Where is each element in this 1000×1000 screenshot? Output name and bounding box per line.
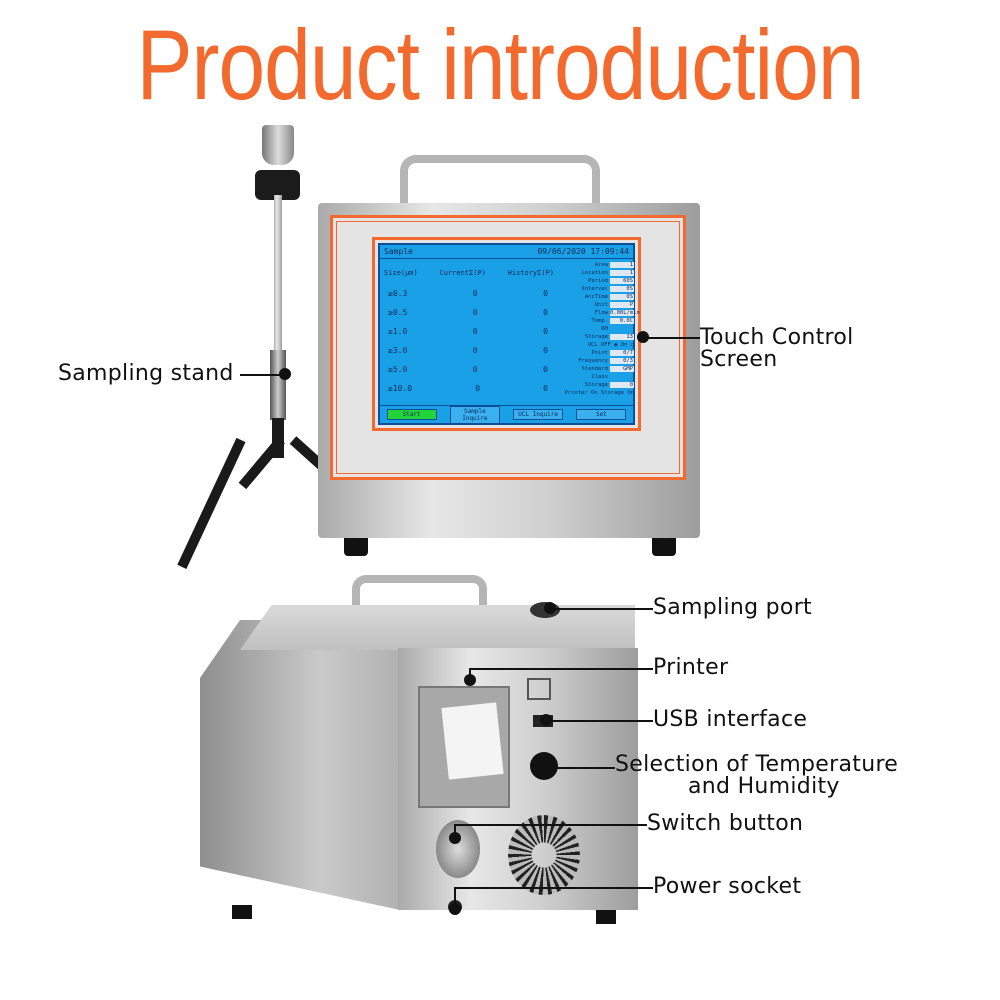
param-label: Unit (594, 302, 608, 308)
start-button[interactable]: Start (386, 409, 437, 420)
cell-size: ≥3.0 (388, 346, 408, 355)
sample-inquire-button[interactable]: Sample Inquire (449, 405, 500, 424)
param-value[interactable]: 0.00L/min (610, 310, 640, 316)
cell-size: ≥1.0 (388, 327, 408, 336)
cell-current: 0 (472, 308, 478, 317)
cell-size: ≥5.0 (388, 365, 408, 374)
param-label: Period (588, 278, 608, 284)
label-sampling-stand: Sampling stand (58, 361, 234, 386)
param-value[interactable]: 0 (610, 382, 634, 388)
param-label: Point (591, 350, 608, 356)
screen-table-row: ≥5.0 0 0 (388, 365, 548, 374)
set-button[interactable]: Set (576, 409, 627, 420)
param-row: RH (562, 325, 634, 333)
cell-current: 0 (475, 384, 481, 393)
screen-table-row: ≥0.5 0 0 (388, 308, 548, 317)
cell-history: 0 (543, 289, 548, 298)
param-label: Interval (581, 286, 609, 292)
touch-control-screen[interactable]: Sample 09/06/2020 17:09:44 Size(μm) Curr… (378, 243, 640, 425)
cell-history: 0 (543, 346, 548, 355)
col-current: CurrentΣ(P) (439, 269, 486, 277)
cell-history: 0 (543, 384, 548, 393)
param-label: Temp. (591, 318, 608, 324)
param-value[interactable]: 60S (610, 278, 634, 284)
screen-table-row: ≥1.0 0 0 (388, 327, 548, 336)
param-label: AccTime (584, 294, 608, 300)
label-touch-screen-1: Touch Control (700, 325, 854, 350)
ucl-toggle[interactable]: UCL OFF ◉ On ○ (587, 342, 634, 348)
label-temp-humidity-1: Selection of Temperature (615, 752, 899, 777)
param-value[interactable]: GMP (610, 366, 634, 372)
screen-table-row: ≥10.0 0 0 (388, 384, 548, 393)
param-value[interactable]: 0/3 (610, 358, 634, 364)
ucl-inquire-button[interactable]: UCL Inquire (513, 409, 564, 420)
col-history: HistoryΣ(P) (507, 269, 554, 277)
cell-history: 0 (543, 308, 548, 317)
param-label: Frequency (578, 358, 608, 364)
screen-table-row: ≥0.3 0 0 (388, 289, 548, 298)
param-value[interactable]: 1 (610, 270, 634, 276)
label-switch-button: Switch button (647, 811, 804, 836)
cell-size: ≥0.3 (388, 289, 408, 298)
cell-current: 0 (472, 289, 478, 298)
param-label: Location (581, 270, 609, 276)
param-row: Class (562, 373, 634, 381)
param-value[interactable]: 0/7 (610, 350, 634, 356)
cell-size: ≥0.5 (388, 308, 408, 317)
label-printer: Printer (653, 655, 729, 680)
label-usb-interface: USB interface (653, 707, 808, 732)
cell-current: 0 (472, 346, 478, 355)
param-label: Storage (584, 334, 608, 340)
param-value[interactable]: 13 (610, 334, 634, 340)
param-label: RH (601, 326, 608, 332)
param-value[interactable]: 0S (610, 286, 634, 292)
cell-history: 0 (543, 327, 548, 336)
param-label: Storage (584, 382, 608, 388)
label-touch-screen-2: Screen (700, 347, 778, 372)
param-value[interactable]: 0.0C (610, 318, 634, 324)
cell-current: 0 (472, 365, 478, 374)
param-row: Temp.0.0C (562, 317, 634, 325)
cell-history: 0 (543, 365, 548, 374)
screen-title: Sample (384, 247, 413, 256)
screen-table-row: ≥3.0 0 0 (388, 346, 548, 355)
param-label: Flow (594, 310, 608, 316)
printer-storage-toggles[interactable]: Printer On Storage On (564, 390, 634, 396)
param-label: Standard (581, 366, 609, 372)
param-label: Class (591, 374, 608, 380)
label-temp-humidity-2: and Humidity (688, 774, 840, 799)
cell-size: ≥10.0 (388, 384, 413, 393)
param-label: Area (594, 262, 608, 268)
label-power-socket: Power socket (653, 874, 802, 899)
param-value[interactable]: 0S (610, 294, 634, 300)
label-sampling-port: Sampling port (653, 595, 812, 620)
page-title: Product introduction (136, 9, 864, 121)
cell-current: 0 (472, 327, 478, 336)
screen-datetime: 09/06/2020 17:09:44 (537, 247, 629, 256)
param-value[interactable]: P (610, 302, 634, 308)
col-size: Size(μm) (384, 269, 418, 277)
param-value[interactable]: 1 (610, 262, 634, 268)
